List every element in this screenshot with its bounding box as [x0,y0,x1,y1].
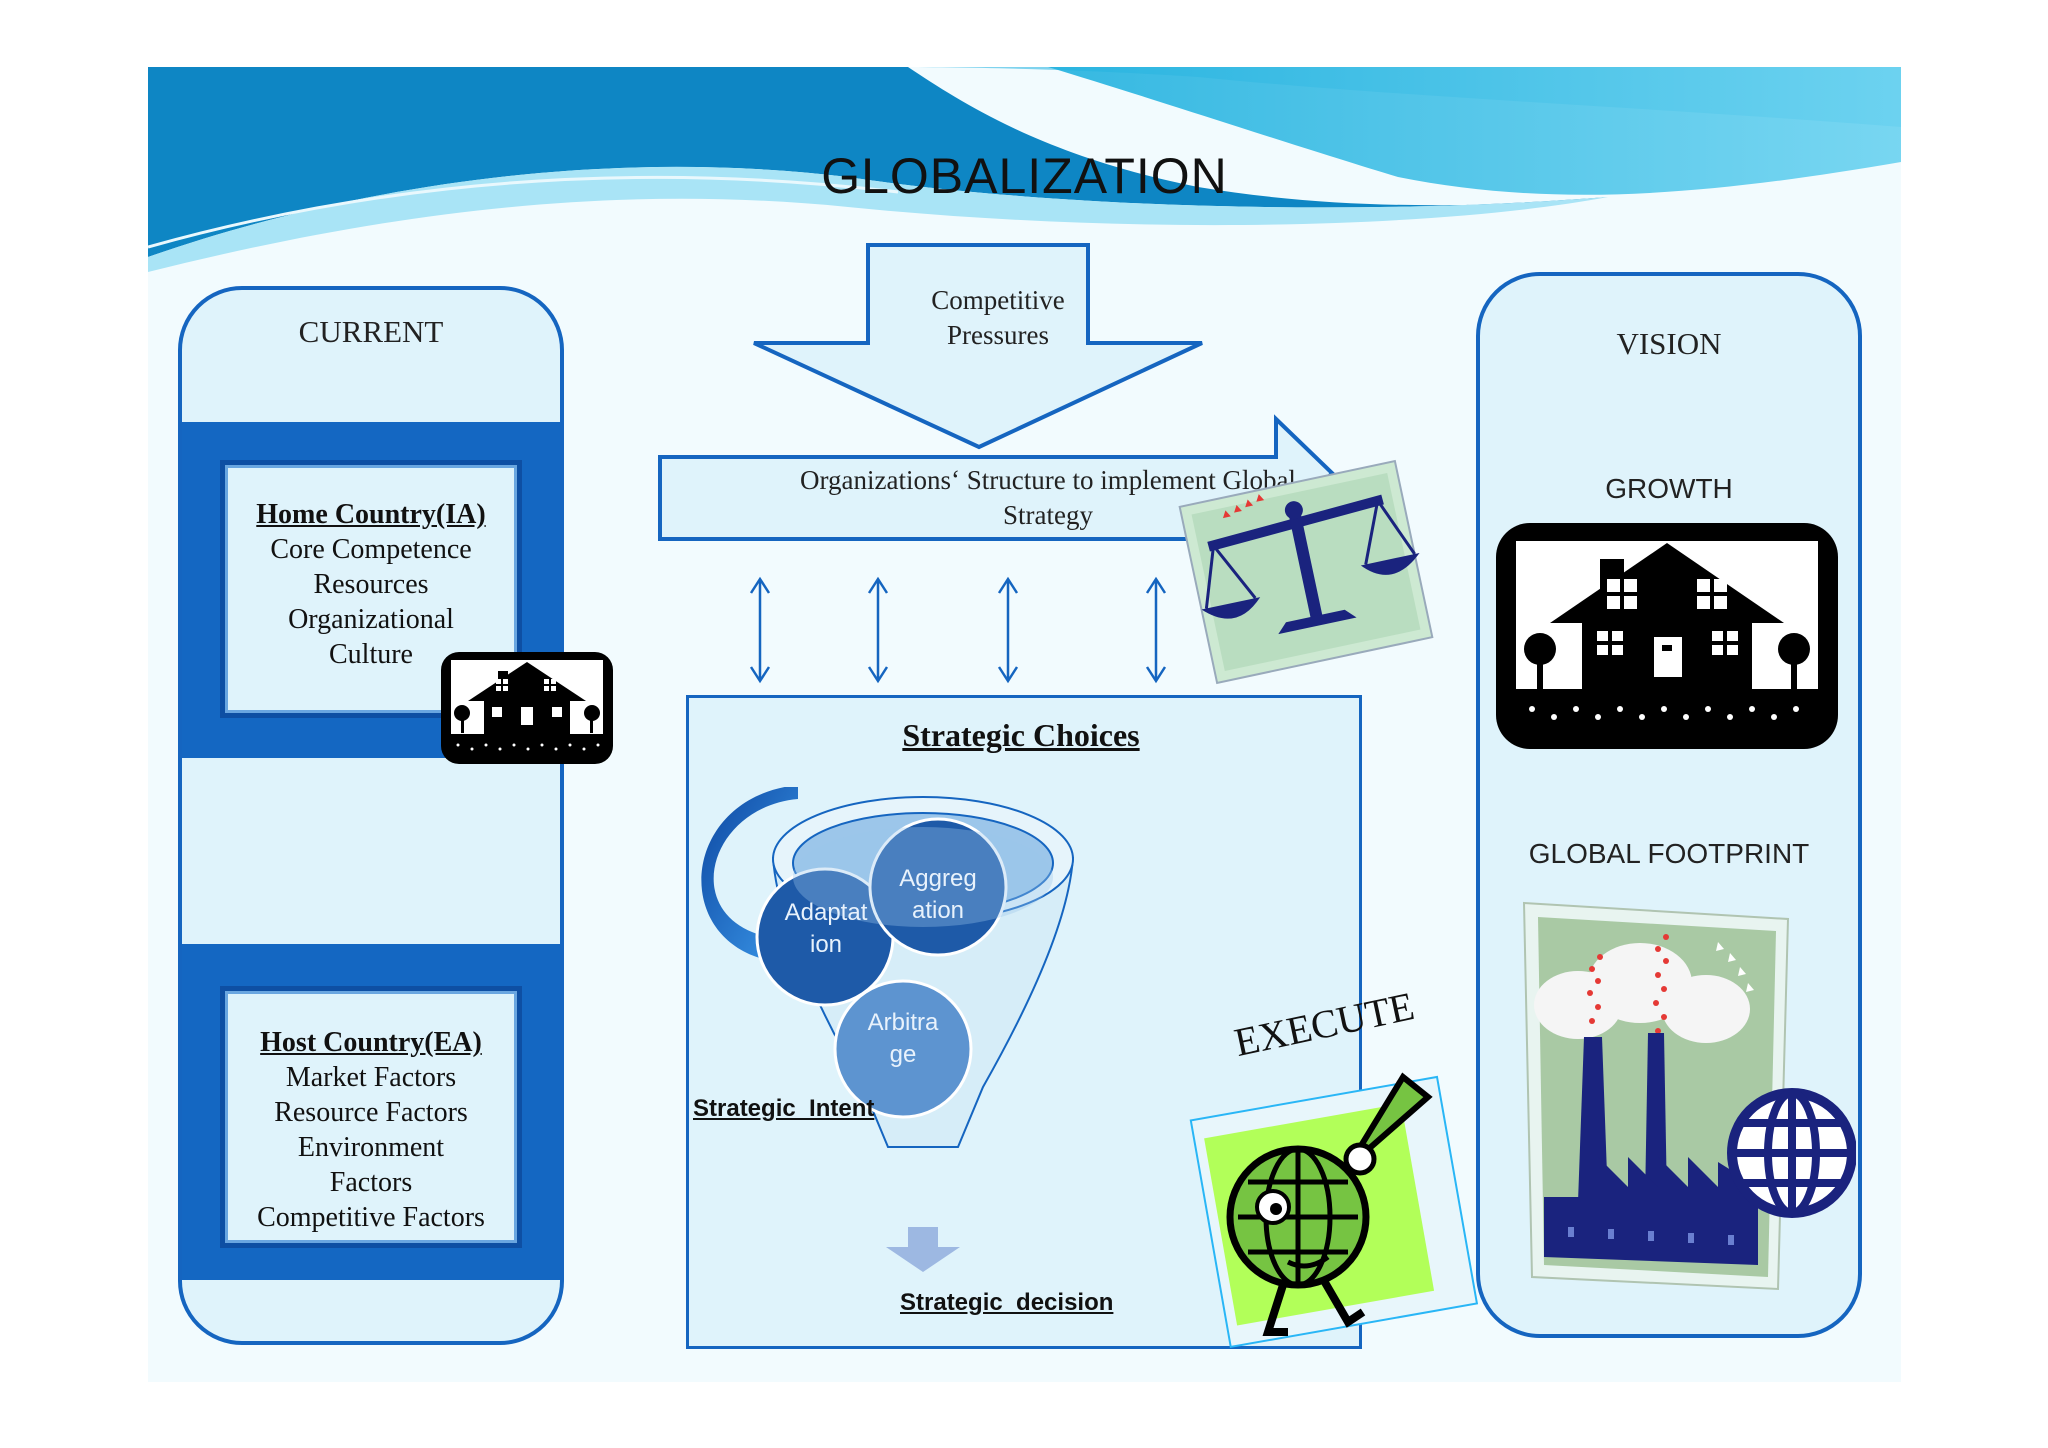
global-footprint-label: GLOBAL FOOTPRINT [1528,838,1810,869]
home-line-2: Resources [313,569,429,600]
competitive-line-1: Competitive [931,285,1065,315]
arbitrage-circle [833,979,973,1119]
factory-globe-icon [1522,901,1856,1291]
host-line-2: Resource Factors [274,1097,468,1128]
vision-title: VISION [1616,326,1722,361]
competitive-line-2: Pressures [947,320,1049,350]
home-line-1: Core Competence [270,534,472,565]
structure-arrow [658,414,1335,541]
house-icon [441,652,613,764]
structure-label: Organizations‘ Structure to implement Gl… [668,463,1428,533]
growth-label: GROWTH [1605,473,1733,504]
structure-line-1: Organizations‘ Structure to implement Gl… [800,465,1296,495]
host-country-heading: Host Country(EA) [260,1027,482,1058]
scale-icon [1178,459,1434,685]
aggregation-label: Aggreg ation [860,863,1016,927]
arbitrage-line-1: Arbitra [867,1009,939,1036]
double-arrow-2 [867,576,889,684]
double-arrow-1 [749,576,771,684]
aggregation-line-2: ation [911,897,965,924]
adaptation-line-2: ion [809,931,843,958]
home-line-4: Culture [329,639,413,670]
globe-character-icon [1189,1072,1478,1349]
current-title: CURRENT [298,314,444,349]
host-line-4: Factors [329,1167,413,1198]
host-country-box: Host Country(EA) Market Factors Resource… [220,986,522,1248]
host-line-5: Competitive Factors [257,1202,485,1233]
host-line-3: Environment [297,1132,445,1163]
adaptation-label: Adaptat ion [748,897,904,961]
strategic-choices-title: Strategic Choices [902,717,1140,753]
double-arrows [749,576,1167,684]
arbitrage-label: Arbitra ge [825,1007,981,1071]
home-country-heading: Home Country(IA) [256,499,486,530]
home-country-text: Home Country(IA) Core Competence Resourc… [225,497,517,672]
page-title: GLOBALIZATION [821,148,1228,204]
double-arrow-4 [1145,576,1167,684]
adaptation-line-1: Adaptat [784,899,868,926]
competitive-pressures-arrow [753,243,1203,450]
home-line-3: Organizational [288,604,454,635]
strategic-decision-label: Strategic decision [900,1289,1114,1316]
slide: GLOBALIZATION CURRENT Home Country(IA) C… [148,67,1901,1382]
current-panel: CURRENT Home Country(IA) Core Competence… [178,286,564,1345]
aggregation-line-1: Aggreg [899,865,977,892]
strategic-intent-label: Strategic Intent [693,1095,875,1122]
structure-line-2: Strategy [1003,500,1093,530]
large-house-icon [1496,523,1838,749]
host-country-text: Host Country(EA) Market Factors Resource… [225,1025,517,1235]
host-line-1: Market Factors [285,1062,457,1093]
wave-header [148,67,1901,277]
double-arrow-3 [997,576,1019,684]
competitive-pressures-label: Competitive Pressures [868,283,1128,353]
down-arrow-icon [886,1227,960,1272]
arbitrage-line-2: ge [889,1041,917,1068]
strategy-funnel [701,787,1074,1272]
aggregation-circle [868,817,1008,957]
